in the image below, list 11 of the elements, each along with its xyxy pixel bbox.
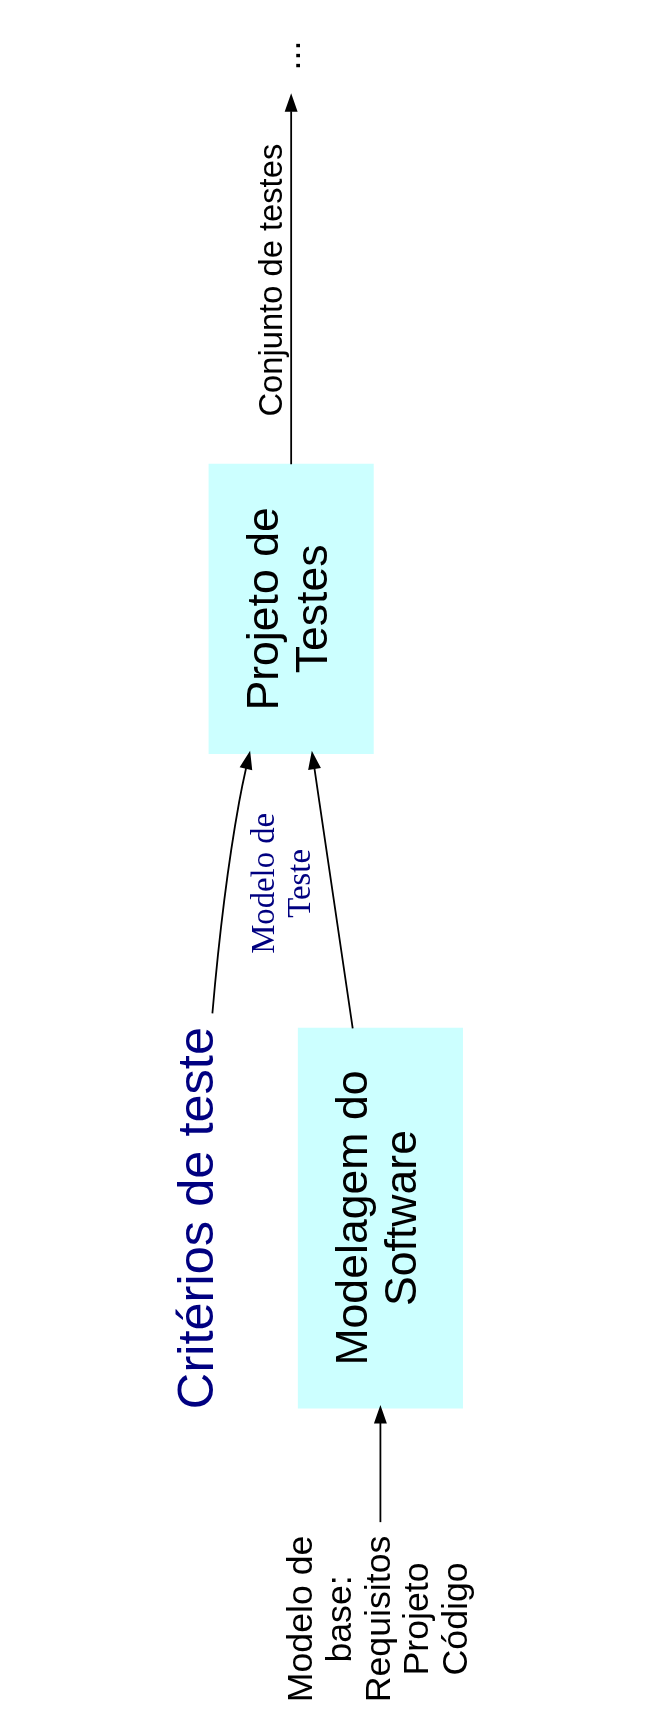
edge-label: Conjunto de testes <box>251 143 289 417</box>
node-text: Modelo de base: Requisitos Projeto Código <box>280 1535 475 1703</box>
edge-label: Modelo de Teste <box>245 812 317 954</box>
node-text: Critérios de teste <box>167 1026 225 1410</box>
arrow <box>308 750 354 1030</box>
node-box: Projeto de Testes <box>208 463 374 754</box>
node-text: ... <box>268 40 309 71</box>
arrow <box>211 750 253 1015</box>
arrow <box>373 1405 387 1524</box>
node-box: Modelagem do Software <box>297 1027 463 1409</box>
arrow <box>284 93 298 466</box>
